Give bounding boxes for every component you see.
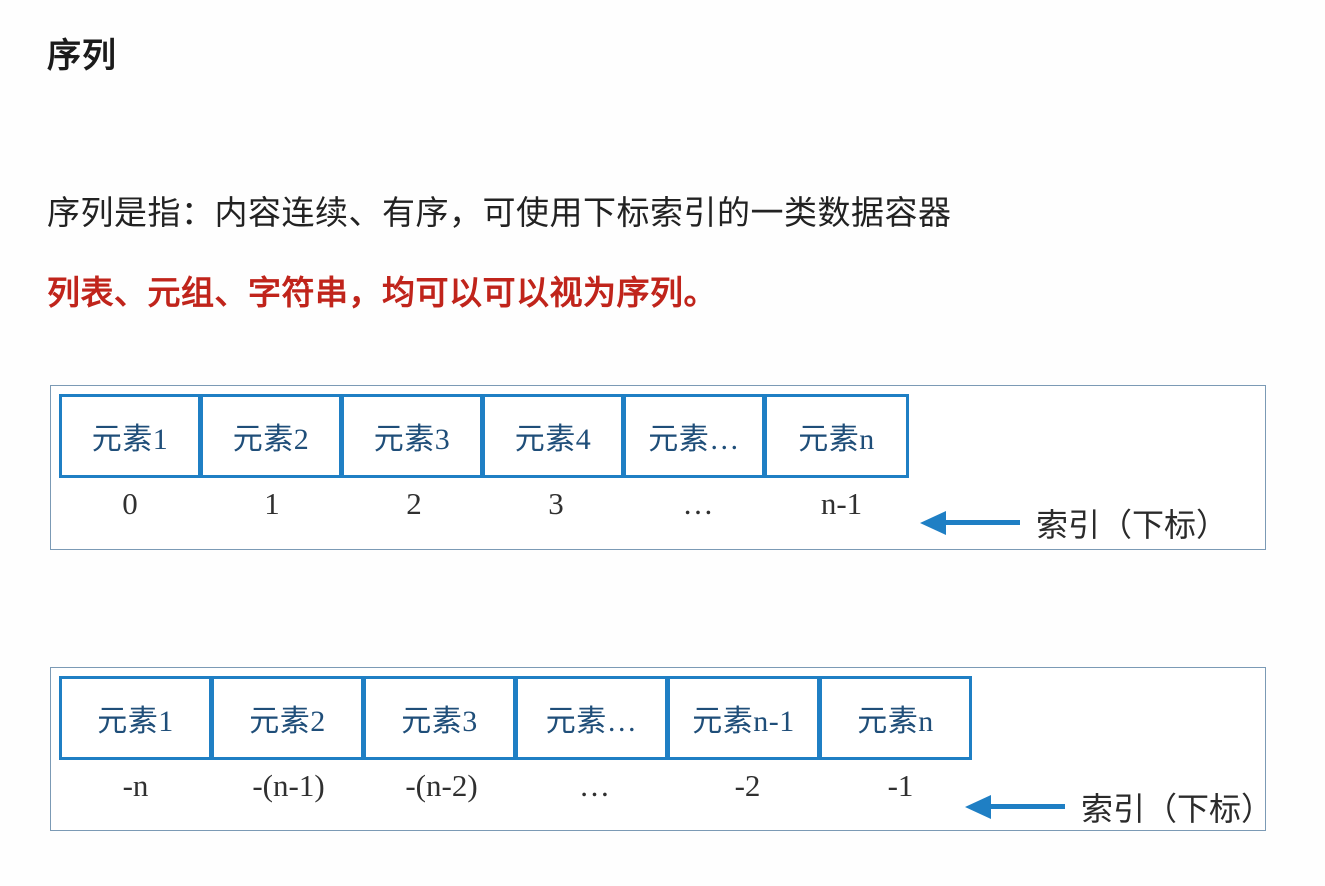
element-cell-label: 元素n <box>857 705 934 738</box>
element-cell-label: 元素1 <box>91 423 169 456</box>
element-cell: 元素2 <box>211 676 364 760</box>
index-value: … <box>579 768 610 803</box>
element-cell-label: 元素1 <box>97 705 174 738</box>
sequence-diagram-forward: 元素1 元素2 元素3 元素4 元素… 元素n 0 1 2 3 … n- <box>50 385 1266 550</box>
element-cell: 元素4 <box>482 394 624 478</box>
index-value: -(n-1) <box>252 768 325 803</box>
element-cell: 元素… <box>623 394 765 478</box>
element-cell-label: 元素2 <box>232 423 310 456</box>
element-cell: 元素n <box>764 394 909 478</box>
index-value: -1 <box>887 768 914 803</box>
element-cell: 元素… <box>515 676 668 760</box>
element-cell-label: 元素4 <box>514 423 592 456</box>
index-annotation-backward: 索引（下标） <box>965 784 1273 830</box>
element-cell-label: 元素… <box>648 423 740 456</box>
index-row: -n -(n-1) -(n-2) … -2 -1 <box>59 768 977 804</box>
element-cell-label: 元素3 <box>373 423 451 456</box>
element-cell: 元素3 <box>341 394 483 478</box>
element-cell-label: 元素… <box>545 705 638 738</box>
element-cell-label: 元素2 <box>249 705 326 738</box>
index-value: -n <box>122 768 149 803</box>
index-value: 0 <box>122 486 138 521</box>
element-cell: 元素1 <box>59 394 201 478</box>
index-annotation-forward: 索引（下标） <box>920 500 1228 546</box>
element-cell-label: 元素n <box>798 423 875 456</box>
index-value: -(n-2) <box>405 768 478 803</box>
element-cell: 元素n <box>819 676 972 760</box>
arrow-left-icon <box>965 795 1065 819</box>
page-title: 序列 <box>47 37 117 75</box>
definition-paragraph: 序列是指：内容连续、有序，可使用下标索引的一类数据容器 <box>47 194 952 231</box>
sequence-diagram-backward: 元素1 元素2 元素3 元素… 元素n-1 元素n -n -(n-1) -(n-… <box>50 667 1266 831</box>
index-value: n-1 <box>820 486 863 521</box>
arrow-left-icon <box>920 511 1020 535</box>
index-row: 0 1 2 3 … n-1 <box>59 486 914 522</box>
index-value: 3 <box>548 486 564 521</box>
element-cell-label: 元素3 <box>401 705 478 738</box>
element-cell: 元素n-1 <box>667 676 820 760</box>
element-cells-row: 元素1 元素2 元素3 元素… 元素n-1 元素n <box>59 676 972 760</box>
index-value: … <box>682 486 714 521</box>
element-cell-label: 元素n-1 <box>692 705 795 738</box>
element-cells-row: 元素1 元素2 元素3 元素4 元素… 元素n <box>59 394 909 478</box>
element-cell: 元素2 <box>200 394 342 478</box>
index-value: 2 <box>406 486 422 521</box>
highlight-paragraph: 列表、元组、字符串，均可以可以视为序列。 <box>47 274 717 311</box>
element-cell: 元素3 <box>363 676 516 760</box>
index-value: -2 <box>734 768 761 803</box>
annotation-label: 索引（下标） <box>1036 507 1229 543</box>
element-cell: 元素1 <box>59 676 212 760</box>
index-value: 1 <box>264 486 280 521</box>
annotation-label: 索引（下标） <box>1081 791 1274 827</box>
